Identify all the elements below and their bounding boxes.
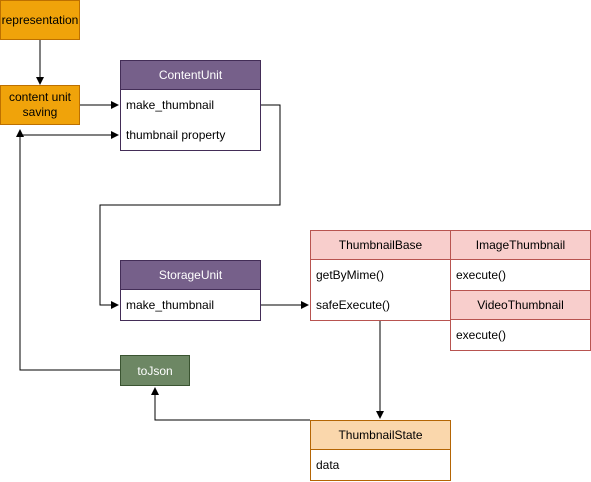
content-unit-header: ContentUnit: [120, 60, 261, 90]
thumbnail-base-header: ThumbnailBase: [310, 230, 451, 260]
content-unit-saving-label: content unit saving: [8, 90, 72, 119]
video-thumbnail-title: VideoThumbnail: [477, 298, 564, 312]
video-thumbnail-body: execute(): [450, 320, 591, 351]
content-unit-body: make_thumbnail thumbnail property: [120, 90, 261, 151]
content-unit-row-thumbnail-property: thumbnail property: [126, 128, 226, 142]
thumbnail-base-row-safeexecute: safeExecute(): [316, 298, 391, 312]
edge-state-to-tojson: [151, 387, 310, 421]
edge-content-unit-to-storage-unit: [99, 104, 281, 309]
representation-node: representation: [0, 0, 80, 40]
tojson-node: toJson: [120, 355, 190, 386]
thumbnail-base-row-getbymime: getByMime(): [316, 268, 385, 282]
thumbnail-base-title: ThumbnailBase: [338, 238, 423, 252]
storage-unit-header: StorageUnit: [120, 260, 261, 290]
thumbnail-state-header: ThumbnailState: [310, 420, 451, 450]
edge-tojson-to-content-unit: [19, 131, 120, 371]
tojson-label: toJson: [137, 363, 173, 378]
thumbnail-base-body: getByMime() safeExecute(): [310, 260, 451, 321]
image-thumbnail-title: ImageThumbnail: [475, 238, 566, 252]
video-thumbnail-row-execute: execute(): [456, 328, 507, 342]
image-thumbnail-row-execute: execute(): [456, 268, 507, 282]
video-thumbnail-header: VideoThumbnail: [450, 290, 591, 320]
image-thumbnail-header: ImageThumbnail: [450, 230, 591, 260]
storage-unit-title: StorageUnit: [158, 268, 223, 282]
image-thumbnail-body: execute(): [450, 260, 591, 291]
thumbnail-state-body: data: [310, 450, 451, 481]
representation-label: representation: [1, 13, 79, 27]
thumbnail-state-row-data: data: [316, 458, 340, 472]
storage-unit-row-make-thumbnail: make_thumbnail: [126, 298, 215, 312]
content-unit-saving-node: content unit saving: [0, 85, 80, 125]
storage-unit-body: make_thumbnail: [120, 290, 261, 321]
thumbnail-state-title: ThumbnailState: [338, 428, 423, 442]
content-unit-row-make-thumbnail: make_thumbnail: [126, 98, 215, 112]
content-unit-title: ContentUnit: [158, 68, 223, 82]
